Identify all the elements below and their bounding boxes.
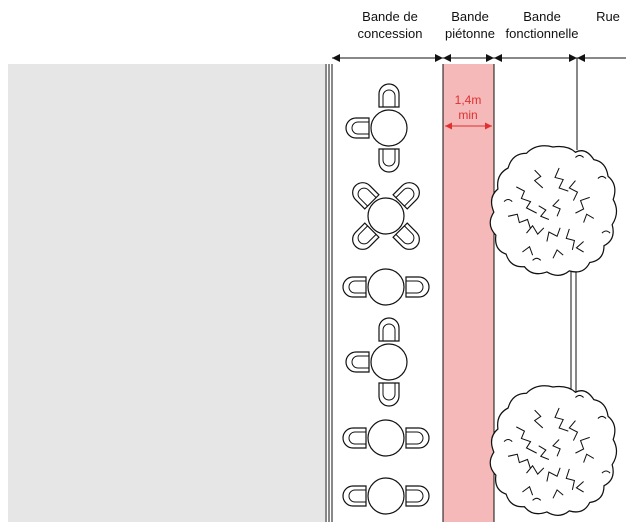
dimension-qualifier: min [458,108,477,122]
dimension-value: 1,4m [455,93,482,107]
dimension-arrow-right [435,54,443,62]
tree-canopy-icon [489,385,618,517]
dimension-arrow-right [569,54,577,62]
dimension-arrow-left [332,54,340,62]
dimension-arrow-right [486,54,494,62]
header-bande-pietonne: Bande piétonne [434,8,506,42]
dimension-arrow-left [577,54,585,62]
header-bande-concession: Bande de concession [336,8,444,42]
header-rue: Rue [590,8,626,25]
cafe-table-icon [342,419,430,457]
cafe-table-icon [342,268,430,306]
header-bande-fonctionnelle-label: Bande fonctionnelle [505,9,579,41]
header-bande-fonctionnelle: Bande fonctionnelle [500,8,584,42]
cafe-table-icon [342,477,430,515]
dimension-arrow-left [443,54,451,62]
building-block [8,64,325,522]
dimension-arrow-left [494,54,502,62]
pedestrian-band [443,64,494,522]
cafe-table-icon [345,83,408,173]
header-rue-label: Rue [596,9,620,24]
cafe-table-icon [347,177,425,255]
header-bande-concession-label: Bande de concession [357,9,423,41]
header-bande-pietonne-label: Bande piétonne [445,9,495,41]
cafe-table-icon [345,317,408,407]
pedestrian-width-dimension: 1,4m min [445,93,492,130]
tree-canopy-icon [489,145,618,277]
